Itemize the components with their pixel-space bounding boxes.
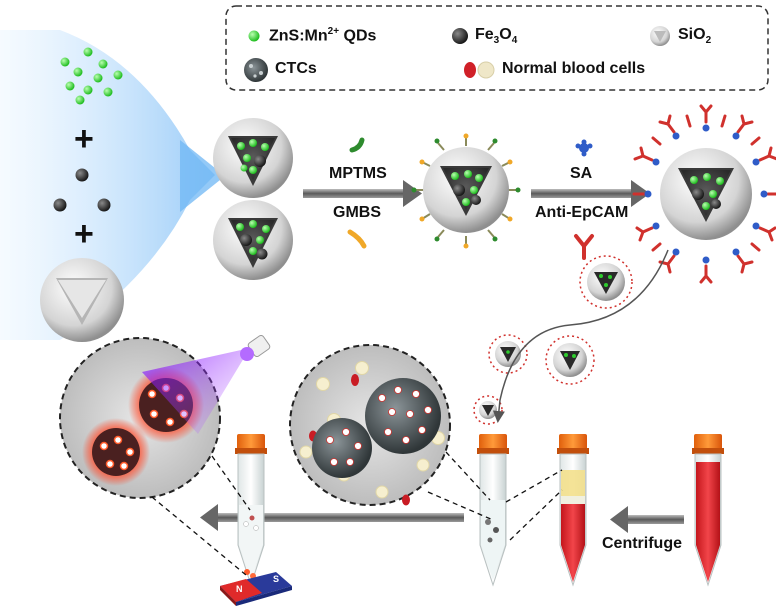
arrow-step-2 — [531, 180, 650, 207]
zoom-connector-3b — [151, 496, 247, 576]
magnet — [220, 572, 292, 606]
zoom-connector-1b — [445, 451, 491, 501]
legend-fe3o4-label: Fe3O4 — [475, 26, 518, 47]
arrow-centrifuge — [610, 506, 684, 533]
legend-sio2-icon — [650, 26, 670, 46]
legend-fe3o4-icon — [452, 28, 468, 44]
sio2-shell — [40, 258, 124, 342]
legend-qd-icon — [248, 30, 260, 42]
reaction-wedge — [0, 30, 215, 340]
plus-sign-1: + — [74, 120, 94, 158]
reagent-sa-label: SA — [570, 165, 593, 182]
small-particle-b — [488, 334, 528, 374]
small-particle-c — [545, 335, 595, 385]
uv-light-beam — [142, 348, 250, 434]
reagent-mptms-label: MPTMS — [329, 165, 387, 182]
composite-particle-1 — [213, 118, 293, 198]
sa-molecule-icon — [575, 139, 593, 157]
legend-sio2-label: SiO2 — [678, 26, 712, 47]
magnet-north-label: N — [236, 584, 243, 594]
arrow-magnetic-step — [200, 504, 464, 531]
anti-epcam-antibody-icon — [574, 234, 594, 260]
antibody-particle — [632, 104, 776, 284]
blood-tube — [692, 434, 724, 587]
zoom-lens-capture — [289, 344, 451, 506]
legend-box — [225, 5, 769, 91]
plus-sign-2: + — [74, 215, 94, 253]
gmbs-molecule-icon — [347, 229, 367, 249]
zoom-connector-3a — [211, 455, 251, 511]
arrow-step-1 — [303, 180, 422, 207]
magnet-south-label: S — [273, 574, 280, 584]
legend-ctc-icon — [244, 58, 268, 82]
legend-normal-cells-label: Normal blood cells — [502, 60, 646, 77]
reaction-arrowhead — [180, 140, 225, 212]
small-particle-a — [579, 255, 633, 309]
zoom-connector-2b — [509, 489, 563, 541]
small-particle-d — [473, 395, 503, 425]
sample-tube — [477, 434, 509, 587]
qd-cluster — [60, 47, 123, 105]
zoom-connector-1a — [427, 491, 494, 521]
centrifuge-label: Centrifuge — [602, 535, 682, 552]
mptms-molecule-icon — [349, 137, 365, 153]
legend-qds-label: ZnS:Mn2+ QDs — [269, 26, 377, 45]
separation-tube — [235, 434, 267, 587]
fe3o4-particles — [53, 168, 111, 212]
functionalized-particle — [411, 133, 521, 249]
reagent-gmbs-label: GMBS — [333, 204, 381, 221]
reagent-anti-epcam-label: Anti-EpCAM — [535, 204, 629, 221]
zoom-connector-2 — [505, 469, 563, 503]
centrifuged-tube — [557, 434, 589, 587]
addition-curve-arrow — [492, 249, 669, 423]
legend-ctcs-label: CTCs — [275, 60, 317, 77]
legend-normal-cells-icon — [464, 61, 495, 79]
composite-particle-2 — [213, 200, 293, 280]
uv-lamp-icon — [240, 334, 271, 361]
